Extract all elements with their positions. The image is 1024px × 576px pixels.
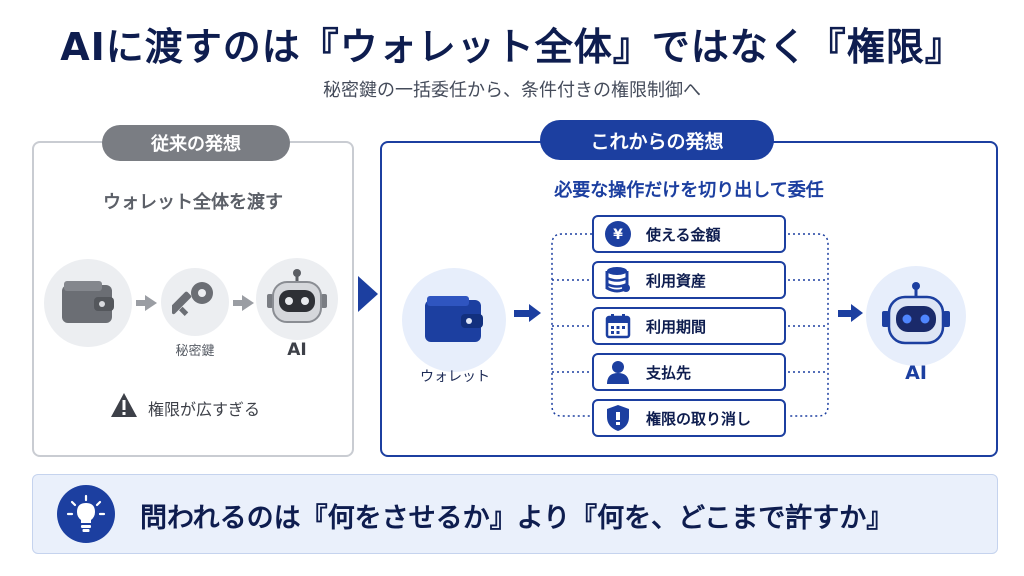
key-message-text: 問われるのは『何をさせるか』より『何を、どこまで許すか』 <box>140 503 894 534</box>
key-icon <box>172 282 213 316</box>
svg-text:¥: ¥ <box>613 227 623 243</box>
calendar-icon <box>605 314 631 339</box>
robot-icon <box>882 282 950 345</box>
page-subtitle: 秘密鍵の一括委任から、条件付きの権限制御へ <box>323 80 701 101</box>
permission-item-payee: 支払先 <box>592 353 786 391</box>
gray-key-circle <box>161 268 229 336</box>
traditional-label: 従来の発想 <box>102 125 290 161</box>
permission-label: 支払先 <box>646 363 692 382</box>
warning-text: 権限が広すぎる <box>148 400 261 419</box>
lightbulb-icon <box>66 494 106 532</box>
arrow-right-icon <box>851 304 863 322</box>
permission-label: 使える金額 <box>646 225 721 244</box>
arrow-shaft <box>514 310 530 317</box>
arrow-shaft <box>136 300 146 306</box>
wallet-label: ウォレット <box>420 369 490 385</box>
wallet-icon <box>62 281 114 323</box>
permission-item-period: 利用期間 <box>592 307 786 345</box>
transition-arrow-icon <box>358 276 378 312</box>
arrow-shaft <box>838 310 852 317</box>
permission-label: 利用資産 <box>646 271 707 290</box>
robot-icon <box>267 269 327 323</box>
ai-label-new: AI <box>905 362 927 384</box>
blue-robot-circle <box>866 266 966 366</box>
secret-key-label: 秘密鍵 <box>175 344 215 359</box>
permission-label: 利用期間 <box>646 317 707 336</box>
new-approach-label: これからの発想 <box>540 120 774 160</box>
database-icon <box>605 267 630 293</box>
page-title: AIに渡すのは『ウォレット全体』ではなく『権限』 <box>60 25 964 69</box>
yen-icon: ¥ <box>605 221 631 247</box>
wallet-icon <box>425 296 483 342</box>
ai-label-traditional: AI <box>287 340 307 360</box>
person-icon <box>607 361 629 384</box>
gray-wallet-circle <box>44 259 132 347</box>
key-message-banner <box>32 474 998 554</box>
permission-item-amount: ¥ 使える金額 <box>592 215 786 253</box>
arrow-shaft <box>233 300 243 306</box>
arrow-right-icon <box>145 295 157 311</box>
blue-wallet-circle <box>402 268 506 372</box>
permission-label: 権限の取り消し <box>646 409 752 428</box>
traditional-heading: ウォレット全体を渡す <box>103 192 283 213</box>
arrow-right-icon <box>242 295 254 311</box>
permission-item-revoke: 権限の取り消し <box>592 399 786 437</box>
warning-icon <box>111 393 137 417</box>
arrow-right-icon <box>529 304 541 322</box>
permission-item-assets: 利用資産 <box>592 261 786 299</box>
new-approach-heading: 必要な操作だけを切り出して委任 <box>554 180 824 201</box>
shield-icon <box>607 405 629 431</box>
lightbulb-badge <box>57 485 115 543</box>
gray-robot-circle <box>256 258 338 340</box>
dotted-connectors <box>551 233 829 417</box>
